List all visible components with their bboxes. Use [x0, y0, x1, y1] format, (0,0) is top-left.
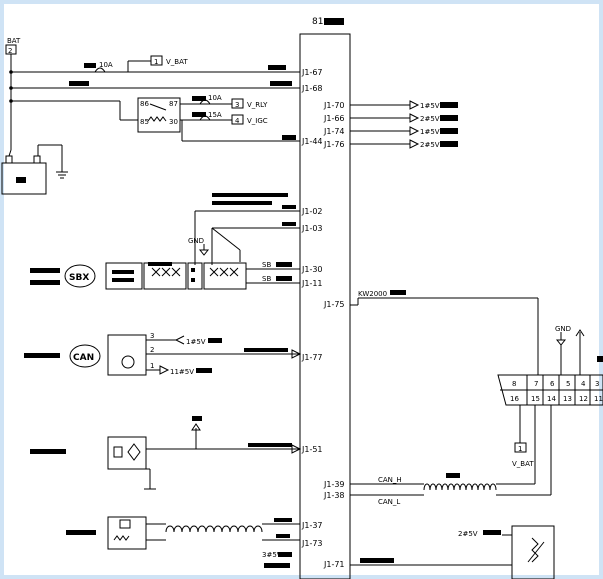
svg-text:11: 11: [594, 395, 603, 403]
svg-text:2: 2: [150, 346, 154, 354]
bottom-right-sensor: J1-71 2#5V: [323, 525, 555, 579]
ground-arrow-icon: [198, 249, 210, 256]
svg-text:10A: 10A: [208, 94, 222, 102]
svg-text:8: 8: [512, 380, 516, 388]
connector-top-row: 8 7 6 5 4 3: [512, 380, 599, 388]
bat-label: BAT: [7, 37, 21, 45]
output-1-label: 1#5V: [420, 102, 440, 110]
fuse-3: 15A 4 V_IGC: [192, 111, 268, 125]
svg-text:J1-51: J1-51: [301, 445, 323, 454]
can-v3-label: 1#5V: [186, 338, 206, 346]
position-sensor: [30, 416, 302, 490]
can-l-label: CAN_L: [378, 498, 400, 506]
svg-text:3: 3: [595, 380, 599, 388]
connector-bottom-row: 16 15 14 13 12 11: [510, 395, 603, 403]
connector-dividers: [526, 375, 591, 405]
vrly-label: V_RLY: [247, 101, 268, 109]
svg-text:30: 30: [169, 118, 178, 126]
svg-text:4: 4: [581, 380, 586, 388]
svg-text:3: 3: [150, 332, 154, 340]
svg-text:J1-76: J1-76: [323, 140, 345, 149]
svg-text:10A: 10A: [99, 61, 113, 69]
svg-text:14: 14: [547, 395, 556, 403]
bottom-v2-label: 2#5V: [458, 530, 478, 538]
svg-text:SB: SB: [262, 261, 271, 269]
can-h-label: CAN_H: [378, 476, 402, 484]
output-4-label: 2#5V: [420, 141, 440, 149]
svg-text:1: 1: [150, 362, 154, 370]
vigc-label: V_IGC: [247, 117, 268, 125]
battery-section: BAT 2: [1, 37, 300, 195]
ground-icon: [56, 171, 68, 179]
svg-text:16: 16: [510, 395, 519, 403]
svg-text:85: 85: [140, 118, 149, 126]
relay: 86 87 85 30: [119, 97, 300, 142]
svg-text:GND: GND: [555, 325, 571, 333]
svg-text:J1-75: J1-75: [323, 300, 345, 309]
battery-icon: [1, 162, 47, 195]
ecu-right-pins: J1-70 J1-66 J1-74 J1-76 1#5V 2#5V 1#5V 2…: [323, 100, 458, 149]
gnd-label: GND: [188, 237, 204, 245]
can-v1-label: 11#5V: [170, 368, 194, 376]
svg-text:J1-11: J1-11: [301, 279, 323, 288]
svg-text:J1-73: J1-73: [301, 539, 323, 548]
svg-text:J1-44: J1-44: [301, 137, 323, 146]
svg-text:12: 12: [579, 395, 588, 403]
output-2-label: 2#5V: [420, 115, 440, 123]
vbat-label: V_BAT: [166, 58, 188, 66]
svg-text:J1-74: J1-74: [323, 127, 345, 136]
diag-vbat-label: V_BAT: [512, 460, 534, 468]
svg-text:J1-71: J1-71: [323, 560, 345, 569]
bottom-v3-label: 3#5V: [262, 551, 282, 559]
ecu-left-pins: J1-67 J1-68 J1-44 J1-02 J1-03 J1-30 J1-1…: [301, 68, 323, 548]
svg-text:J1-38: J1-38: [323, 491, 345, 500]
svg-text:13: 13: [563, 395, 572, 403]
sbx-label: SBX: [69, 273, 89, 283]
ecu-block: 81: [299, 17, 351, 579]
svg-text:J1-03: J1-03: [301, 224, 323, 233]
svg-text:6: 6: [550, 380, 555, 388]
temp-sensor: 3#5V: [66, 516, 300, 568]
svg-text:4: 4: [235, 117, 240, 125]
output-3-label: 1#5V: [420, 128, 440, 136]
speed-sensor-wires: GND: [188, 193, 300, 265]
fuse-1: 10A 1 V_BAT: [84, 55, 188, 73]
fuse-2: 10A 3 V_RLY: [192, 94, 268, 109]
sbx-sensor: SBX SB SB: [30, 261, 300, 290]
can-sensor: CAN 3 2 1 1#5V 11#5V: [24, 332, 302, 376]
ecu-title: 81: [312, 17, 323, 27]
can-bus: J1-39 J1-38 CAN_H CAN_L: [323, 473, 552, 506]
svg-text:5: 5: [566, 380, 570, 388]
svg-text:J1-37: J1-37: [301, 521, 323, 530]
svg-text:J1-70: J1-70: [323, 101, 345, 110]
svg-text:J1-02: J1-02: [301, 207, 323, 216]
svg-text:87: 87: [169, 100, 178, 108]
bat-box-num: 2: [8, 47, 12, 55]
diagnostic-connector: J1-75 KW2000 GND 8 7 6 5 4 3 16 15 14 13…: [323, 290, 603, 492]
svg-text:SB: SB: [262, 275, 271, 283]
svg-text:J1-39: J1-39: [323, 480, 345, 489]
svg-text:1: 1: [518, 445, 522, 453]
svg-text:J1-30: J1-30: [301, 265, 323, 274]
can-label: CAN: [73, 353, 94, 363]
drawing-sheet: [4, 4, 599, 575]
svg-text:J1-66: J1-66: [323, 114, 345, 123]
svg-text:J1-68: J1-68: [301, 84, 323, 93]
ecu-title-glyphs: [324, 18, 344, 25]
svg-text:86: 86: [140, 100, 149, 108]
svg-text:15: 15: [531, 395, 540, 403]
svg-text:1: 1: [154, 58, 158, 66]
svg-text:J1-77: J1-77: [301, 353, 323, 362]
svg-text:15A: 15A: [208, 111, 222, 119]
svg-text:7: 7: [534, 380, 538, 388]
kw2000-label: KW2000: [358, 290, 387, 298]
svg-text:3: 3: [235, 101, 239, 109]
svg-text:J1-67: J1-67: [301, 68, 323, 77]
